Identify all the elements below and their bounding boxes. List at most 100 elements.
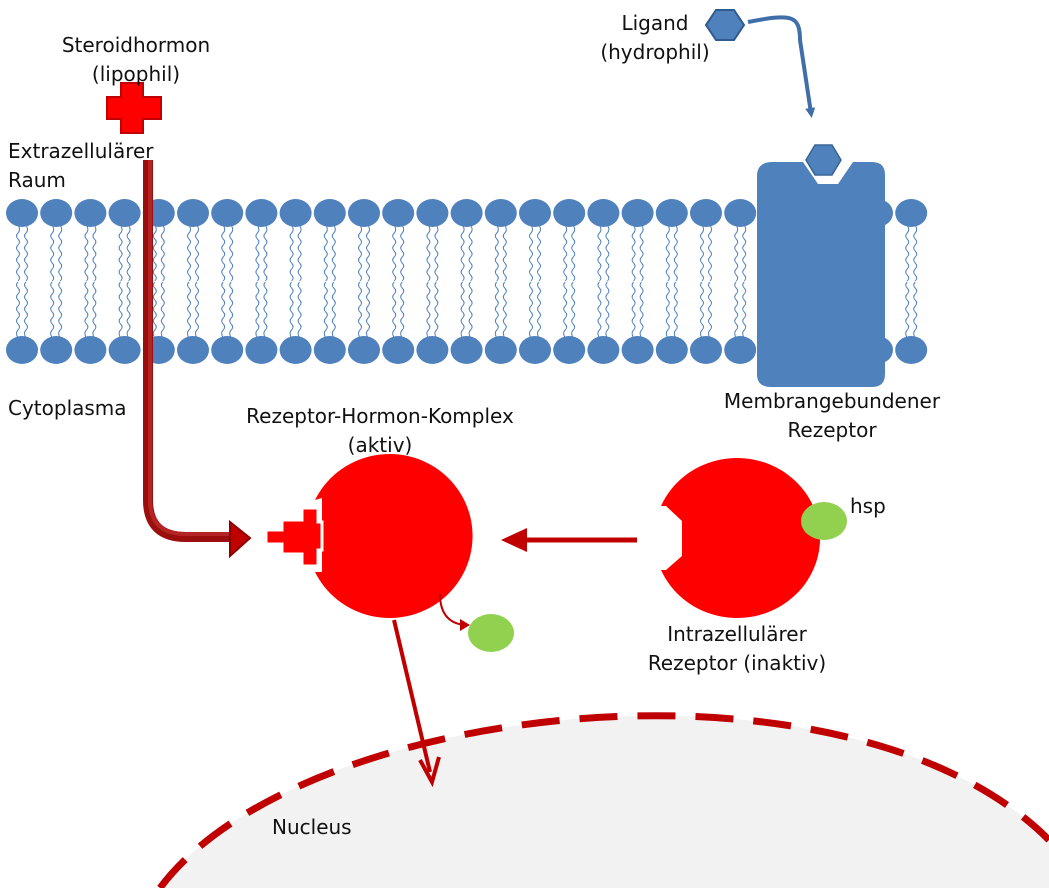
lipid-head xyxy=(621,199,654,227)
lipid-tail xyxy=(708,224,712,339)
lipid-head xyxy=(450,199,483,227)
lipid-tail xyxy=(494,224,499,339)
lipid-head xyxy=(6,336,38,364)
label-receptor-hormone-complex: Rezeptor-Hormon-Komplex(aktiv) xyxy=(246,404,514,457)
lipid-tail xyxy=(323,224,328,339)
lipid-head xyxy=(587,336,620,364)
lipid-tail xyxy=(195,224,199,339)
lipid-tail xyxy=(92,224,97,339)
lipid-tail xyxy=(84,224,89,339)
lipid-head xyxy=(382,199,415,227)
lipid-tail xyxy=(366,224,370,339)
lipid-head xyxy=(108,336,141,364)
lipid-head xyxy=(74,199,107,227)
lipid-head xyxy=(519,199,551,227)
lipid-head xyxy=(177,336,209,364)
lipid-tail xyxy=(126,224,131,339)
lipid-tail xyxy=(392,224,397,339)
activation-arrow xyxy=(501,528,637,552)
lipid-head xyxy=(724,336,757,364)
nucleus-arrow xyxy=(392,619,441,788)
label-nucleus: Nucleus xyxy=(272,815,352,839)
lipid-head xyxy=(177,199,209,227)
lipid-tail xyxy=(187,224,191,339)
lipid-head xyxy=(416,199,449,227)
lipid-head xyxy=(655,336,688,364)
lipid-tail xyxy=(673,224,678,339)
released-hsp xyxy=(468,614,514,652)
lipid-head xyxy=(553,199,586,227)
lipid-tail xyxy=(118,224,123,339)
lipid-tail xyxy=(24,224,28,339)
lipid-head xyxy=(553,336,586,364)
lipid-tail xyxy=(529,224,533,339)
steroid-pathway xyxy=(106,82,252,559)
ligand-hexagon-icon xyxy=(704,9,746,41)
lipid-tail xyxy=(50,224,55,339)
lipid-head xyxy=(450,336,483,364)
lipid-tail xyxy=(58,224,63,339)
bound-ligand-icon xyxy=(805,144,842,176)
ligand-arrow xyxy=(747,15,816,118)
lipid-head xyxy=(382,336,415,364)
lipid-tail xyxy=(734,224,739,339)
lipid-tail xyxy=(221,224,226,339)
label-ligand: Ligand(hydrophil) xyxy=(600,11,710,64)
lipid-tail xyxy=(742,224,747,339)
lipid-tail xyxy=(665,224,670,339)
lipid-tail xyxy=(289,224,294,339)
lipid-tail xyxy=(331,224,336,339)
lipid-head xyxy=(245,336,278,364)
bound-steroid-cross-icon xyxy=(264,506,324,568)
steroid-arrow-shaft-light xyxy=(148,160,232,536)
lipid-tail xyxy=(229,224,234,339)
lipid-tail xyxy=(460,224,465,339)
lipid-head xyxy=(211,336,244,364)
lipid-head xyxy=(6,199,38,227)
lipid-tail xyxy=(468,224,473,339)
lipid-tail xyxy=(631,224,636,339)
lipid-tail xyxy=(152,224,157,339)
label-cytoplasm: Cytoplasma xyxy=(8,396,127,420)
receptor-hormone-complex xyxy=(264,453,473,618)
label-hsp: hsp xyxy=(850,494,886,518)
lipid-head xyxy=(895,336,928,364)
lipid-tail xyxy=(434,224,439,339)
lipid-tail xyxy=(913,224,918,339)
lipid-head xyxy=(211,199,244,227)
lipid-tail xyxy=(597,224,602,339)
steroid-arrow-head xyxy=(229,519,252,559)
lipid-tail xyxy=(16,224,20,339)
lipid-tail xyxy=(160,224,165,339)
lipid-head xyxy=(279,336,312,364)
lipid-tail xyxy=(400,224,405,339)
lipid-tail xyxy=(700,224,704,339)
inactive-intracellular-receptor xyxy=(661,458,847,618)
lipid-tail xyxy=(297,224,302,339)
lipid-head xyxy=(724,199,757,227)
lipid-head xyxy=(519,336,551,364)
bound-hsp xyxy=(801,502,847,540)
membrane-receptor xyxy=(757,144,885,387)
lipid-tail xyxy=(426,224,431,339)
nucleus-area xyxy=(160,715,1049,888)
lipid-head xyxy=(895,199,928,227)
lipid-tail xyxy=(358,224,362,339)
lipid-head xyxy=(74,336,107,364)
lipid-head xyxy=(108,199,141,227)
lipid-head xyxy=(655,199,688,227)
lipid-head xyxy=(621,336,654,364)
lipid-head xyxy=(587,199,620,227)
lipid-head xyxy=(313,336,346,364)
nucleus xyxy=(157,712,1049,888)
steroid-hormone-cross-icon xyxy=(106,82,162,134)
lipid-tail xyxy=(537,224,541,339)
lipid-tail xyxy=(263,224,268,339)
lipid-tail xyxy=(905,224,910,339)
hsp-release xyxy=(439,593,514,652)
lipid-head xyxy=(690,336,722,364)
